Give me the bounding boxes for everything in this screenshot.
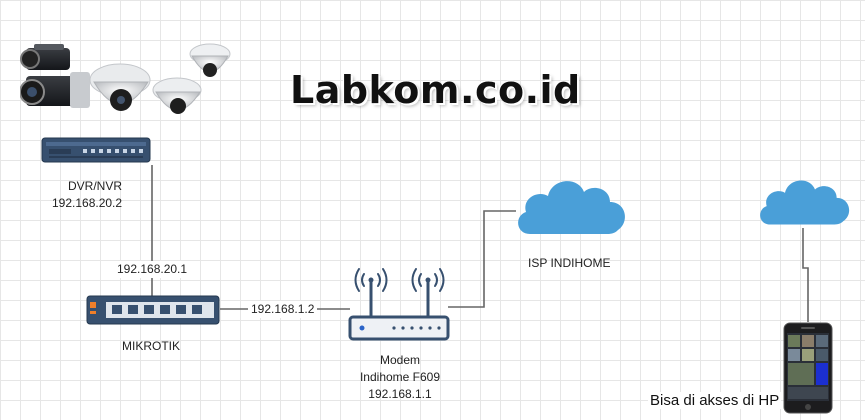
dvr-name-label: DVR/NVR xyxy=(68,179,123,193)
mikrotik-lan-ip-label: 192.168.20.1 xyxy=(114,261,191,278)
modem-name-label: Modem xyxy=(379,353,420,367)
brand-title: Labkom.co.id xyxy=(290,68,581,112)
cloud-icon xyxy=(518,181,625,234)
cctv-cameras-icon xyxy=(20,43,231,114)
mikrotik-wan-ip-label: 192.168.1.2 xyxy=(248,301,318,318)
isp-name-label: ISP INDIHOME xyxy=(528,256,611,270)
modem-ip-label: 192.168.1.1 xyxy=(368,387,432,401)
internet-cloud-icon xyxy=(760,180,850,225)
smartphone-icon xyxy=(783,322,833,414)
modem-model-label: Indihome F609 xyxy=(359,370,441,384)
dvr-icon xyxy=(41,137,151,163)
wifi-router-icon xyxy=(348,268,450,341)
phone-caption-label: Bisa di akses di HP xyxy=(648,392,782,409)
mikrotik-name-label: MIKROTIK xyxy=(122,339,181,353)
dvr-ip-label: 192.168.20.2 xyxy=(52,196,123,210)
wire-cloud-phone xyxy=(802,228,809,322)
wire-modem-isp xyxy=(448,210,516,308)
mikrotik-switch-icon xyxy=(86,295,220,325)
